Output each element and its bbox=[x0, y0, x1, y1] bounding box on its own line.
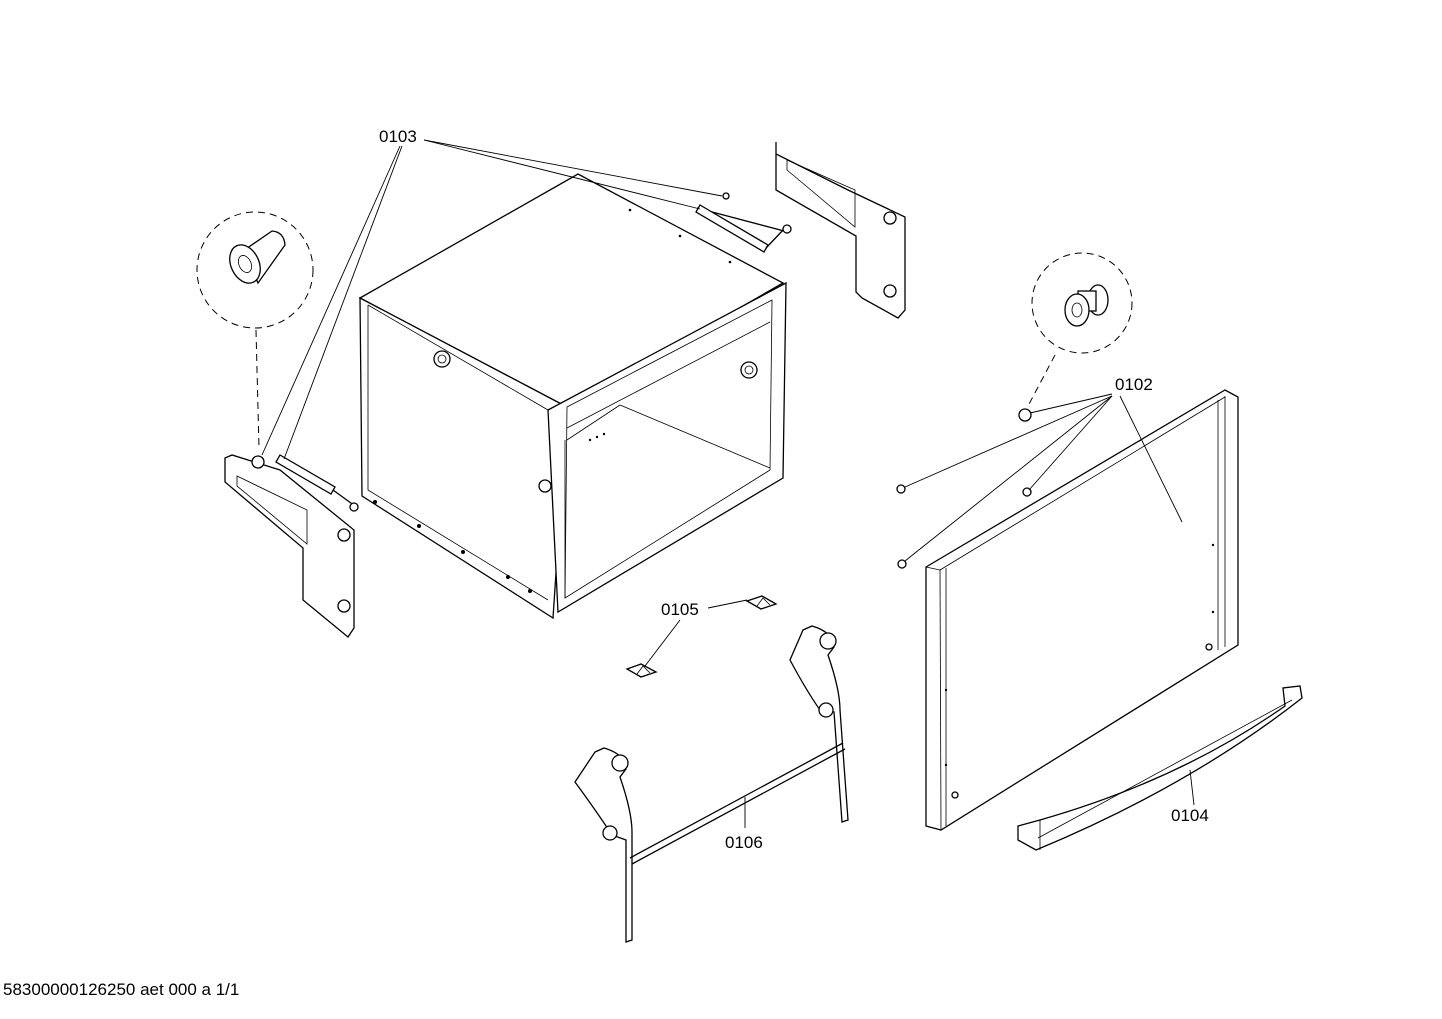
gas-strut-top bbox=[695, 192, 792, 253]
callout-0102: 0102 bbox=[1115, 375, 1153, 394]
detail-circle-screw-left bbox=[196, 211, 314, 449]
clip-parts bbox=[625, 595, 778, 678]
callout-0105: 0105 bbox=[661, 600, 699, 619]
document-id-footer: 58300000126250 aet 000 a 1/1 bbox=[3, 980, 240, 999]
oven-housing-box bbox=[358, 173, 787, 620]
leader-lines bbox=[261, 139, 1195, 828]
door-handle bbox=[1017, 685, 1303, 851]
hinge-arm-assembly bbox=[574, 625, 849, 943]
callout-0103: 0103 bbox=[379, 127, 417, 146]
callout-0104: 0104 bbox=[1171, 806, 1209, 825]
hinge-bracket-left bbox=[224, 454, 355, 638]
callout-0106: 0106 bbox=[725, 833, 763, 852]
hinge-bracket-right bbox=[775, 142, 906, 319]
door-panel bbox=[925, 389, 1239, 831]
gas-strut-left bbox=[275, 454, 359, 512]
detail-circle-nut-right bbox=[1018, 252, 1133, 422]
